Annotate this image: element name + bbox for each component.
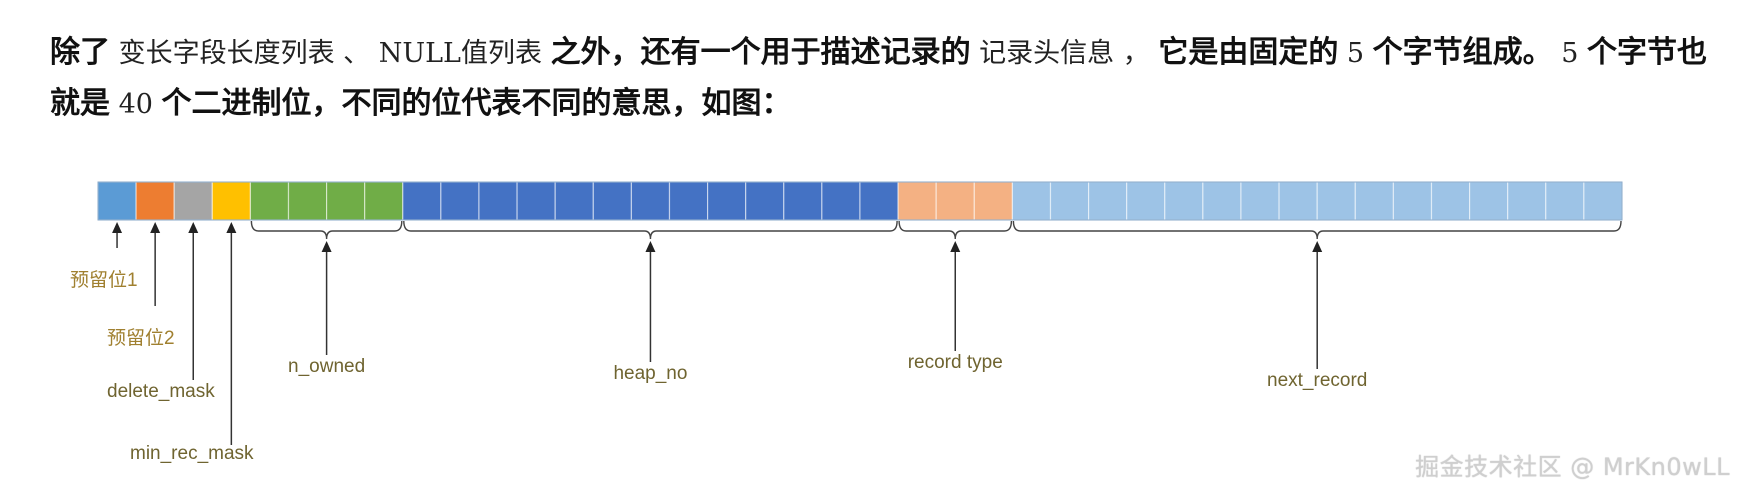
code-term: 记录头信息 ， <box>970 38 1159 69</box>
field-label-record-type: record type <box>908 352 1003 373</box>
text-segment: 除了 <box>50 35 110 70</box>
bit-cell-n_owned <box>249 181 290 221</box>
arrowhead <box>321 241 332 252</box>
bit-cell-heap_no <box>859 181 899 221</box>
arrowhead <box>950 241 961 252</box>
bit-cell-heap_no <box>478 181 518 221</box>
bit-cell-record-type <box>897 181 937 221</box>
bit-cell-next_record <box>1507 181 1547 221</box>
bit-cell-next_record <box>1049 181 1090 221</box>
bit-cell-heap_no <box>821 181 861 221</box>
arrowhead <box>112 222 123 233</box>
text-segment: 个二进制位，不同的位代表不同的意思，如图： <box>161 86 792 121</box>
bit-cell-n_owned <box>326 181 366 221</box>
brace-next_record <box>1012 220 1622 240</box>
bit-cell-next_record <box>1583 181 1623 221</box>
bit-cell-heap_no <box>592 181 632 221</box>
field-label-min_rec_mask: min_rec_mask <box>130 443 254 464</box>
bit-cell-heap_no <box>668 181 709 221</box>
arrowhead <box>188 222 199 233</box>
bit-cell-预留位2 <box>135 181 175 221</box>
code-term: 5 <box>1552 38 1588 69</box>
bit-cell-next_record <box>1011 181 1052 221</box>
bit-cell-min_rec_mask <box>211 181 252 221</box>
code-term: 5 <box>1338 38 1373 69</box>
text-segment: 它是由固定的 <box>1158 35 1339 70</box>
bit-cell-next_record <box>1354 181 1395 221</box>
bit-cell-delete_mask <box>173 181 213 221</box>
bit-cell-next_record <box>1087 181 1128 221</box>
bit-cell-next_record <box>1278 181 1318 221</box>
field-label-预留位2: 预留位2 <box>107 327 175 349</box>
code-term: 变长字段长度列表 、 NULL值列表 <box>110 38 551 69</box>
field-label-n_owned: n_owned <box>288 356 365 377</box>
bit-cell-next_record <box>1430 181 1471 221</box>
bit-cell-n_owned <box>364 181 404 221</box>
field-label-next_record: next_record <box>1267 370 1367 391</box>
arrowhead <box>226 222 237 233</box>
bit-cell-next_record <box>1126 181 1166 221</box>
bit-cell-next_record <box>1316 181 1356 221</box>
text-segment: 之外，还有一个用于描述记录的 <box>550 35 971 70</box>
bit-cell-record-type <box>973 181 1013 221</box>
bit-cell-heap_no <box>630 181 671 221</box>
bit-strip-border <box>97 181 1623 221</box>
bit-cell-heap_no <box>440 181 480 221</box>
arrowhead <box>150 222 161 233</box>
bit-cell-next_record <box>1468 181 1509 221</box>
bit-cell-heap_no <box>554 181 594 221</box>
bit-cell-预留位1 <box>97 181 137 221</box>
watermark: 掘金技术社区 @ MrKn0wLL <box>1415 453 1730 481</box>
bit-cell-n_owned <box>287 181 328 221</box>
bit-cell-next_record <box>1164 181 1204 221</box>
brace-heap_no <box>403 220 898 240</box>
text-segment: 个字节组成。 <box>1372 35 1553 70</box>
field-label-预留位1: 预留位1 <box>70 269 138 291</box>
arrowhead <box>645 241 656 252</box>
bit-cell-heap_no <box>745 181 785 221</box>
field-label-delete_mask: delete_mask <box>107 381 215 402</box>
text-segment: 个字节也就是 <box>50 35 1708 121</box>
bit-cell-heap_no <box>783 181 823 221</box>
arrowhead <box>1312 241 1323 252</box>
code-term: 40 <box>110 89 162 120</box>
bit-cell-next_record <box>1545 181 1585 221</box>
bit-cell-record-type <box>935 181 975 221</box>
field-label-heap_no: heap_no <box>613 363 687 384</box>
bit-cell-heap_no <box>516 181 556 221</box>
bit-cell-next_record <box>1240 181 1280 221</box>
bit-cell-heap_no <box>706 181 747 221</box>
bit-cell-next_record <box>1392 181 1433 221</box>
brace-record-type <box>898 220 1013 240</box>
bit-cell-next_record <box>1202 181 1242 221</box>
brace-n_owned <box>250 220 403 240</box>
description-paragraph: 除了 变长字段长度列表 、 NULL值列表 之外，还有一个用于描述记录的 记录头… <box>50 28 1710 130</box>
bit-cell-heap_no <box>402 181 442 221</box>
